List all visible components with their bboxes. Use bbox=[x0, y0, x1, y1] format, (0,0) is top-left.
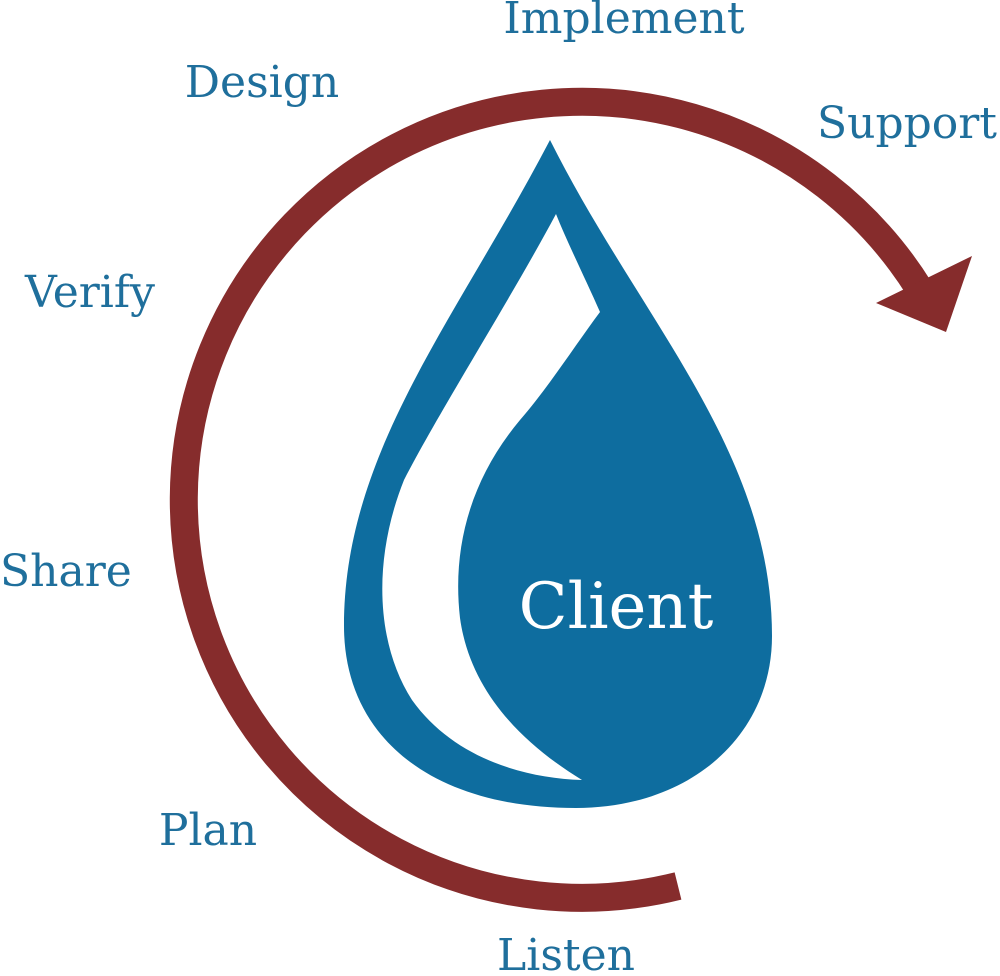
drop-highlight bbox=[382, 214, 600, 780]
stage-label-support: Support bbox=[817, 98, 997, 149]
cycle-arrow-arc bbox=[169, 87, 932, 912]
stage-label-implement: Implement bbox=[503, 0, 744, 44]
stage-label-plan: Plan bbox=[159, 805, 257, 856]
stage-label-listen: Listen bbox=[497, 930, 635, 976]
stage-label-verify: Verify bbox=[24, 267, 155, 318]
cycle-arrow bbox=[169, 87, 972, 912]
stage-label-share: Share bbox=[0, 546, 132, 597]
stage-label-design: Design bbox=[185, 57, 339, 108]
water-drop-icon bbox=[344, 140, 772, 808]
cycle-arrow-head-icon bbox=[876, 256, 972, 332]
center-label: Client bbox=[519, 570, 714, 644]
